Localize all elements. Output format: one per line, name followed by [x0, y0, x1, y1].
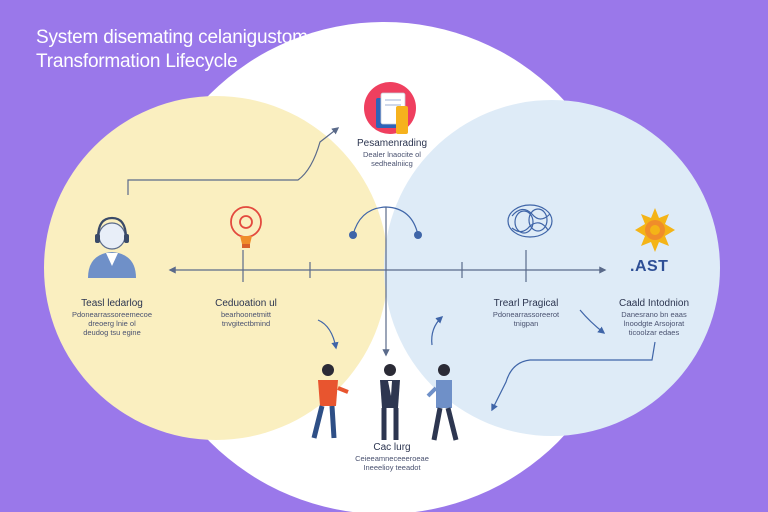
- sun-gear-icon: [635, 208, 675, 252]
- person-right: [426, 364, 459, 441]
- top-connector: [127, 127, 340, 195]
- right-node-title: Caald Intodnion: [618, 298, 690, 309]
- top-node-subtitle: sedhealniicg: [371, 159, 413, 168]
- arc-node-left: [349, 231, 357, 239]
- arrow-up-center-right: [431, 316, 444, 346]
- right-node-subtitle: Danesrano bn eaas: [621, 310, 687, 319]
- center-left-node-subtitle: tnvgitectbmind: [221, 319, 271, 328]
- center-left-node-title: Ceduoation ul: [215, 298, 277, 309]
- left-node-label: Teasl ledarlog Pdonearrassoreemecoe dreo…: [62, 298, 162, 337]
- left-node-subtitle: deudog tsu egine: [83, 328, 141, 337]
- center-right-node-subtitle: tnigpan: [513, 319, 539, 328]
- arrow-to-right-label: [579, 309, 606, 334]
- top-node-title: Pesamenrading: [356, 138, 428, 149]
- brain-icon: [507, 204, 553, 238]
- left-node-subtitle: Pdonearrassoreemecoe: [71, 310, 153, 319]
- center-right-node-title: Trearl Pragical: [493, 298, 559, 309]
- center-left-node-label: Ceduoation ul bearhoonetmitt tnvgitectbm…: [196, 298, 296, 328]
- right-node-label: Caald Intodnion Danesrano bn eaas lnoodg…: [604, 298, 704, 337]
- left-node-subtitle: dreoerg lnie ol: [88, 319, 136, 328]
- right-node-subtitle: lnoodgte Arsojorat: [623, 319, 685, 328]
- diagram-title: System disemating celanigustom Transform…: [36, 26, 308, 74]
- bottom-node-subtitle: Ceieeamneceeeroeae: [355, 454, 429, 463]
- bottom-node-title: Cac lurg: [373, 442, 411, 453]
- person-left: [311, 364, 349, 439]
- top-node-label: Pesamenrading Dealer lnaocite ol sedheal…: [342, 138, 442, 168]
- right-node-subtitle: ticoolzar edaes: [628, 328, 680, 337]
- center-right-node-label: Trearl Pragical Pdonearrassoreerot tnigp…: [476, 298, 576, 328]
- right-node-icon-text: .AST: [630, 258, 669, 275]
- arc-node-right: [414, 231, 422, 239]
- top-node-subtitle: Dealer lnaocite ol: [363, 150, 421, 159]
- arrow-to-bottom-left: [317, 319, 339, 350]
- bottom-node-label: Cac lurg Ceieeamneceeeroeae Ineeelioy te…: [342, 442, 442, 472]
- return-arrow: [491, 341, 656, 412]
- folder-documents-icon: [364, 82, 416, 134]
- title-line-2: Transformation Lifecycle: [36, 51, 238, 72]
- headset-person-icon: [88, 216, 136, 278]
- bottom-node-subtitle: Ineeelioy teeadot: [363, 463, 421, 472]
- lightbulb-gear-icon: [230, 206, 262, 248]
- center-left-node-subtitle: bearhoonetmitt: [220, 310, 272, 319]
- left-node-title: Teasl ledarlog: [81, 298, 143, 309]
- title-line-1: System disemating celanigustom: [36, 27, 308, 48]
- person-center: [380, 364, 400, 440]
- center-right-node-subtitle: Pdonearrassoreerot: [492, 310, 560, 319]
